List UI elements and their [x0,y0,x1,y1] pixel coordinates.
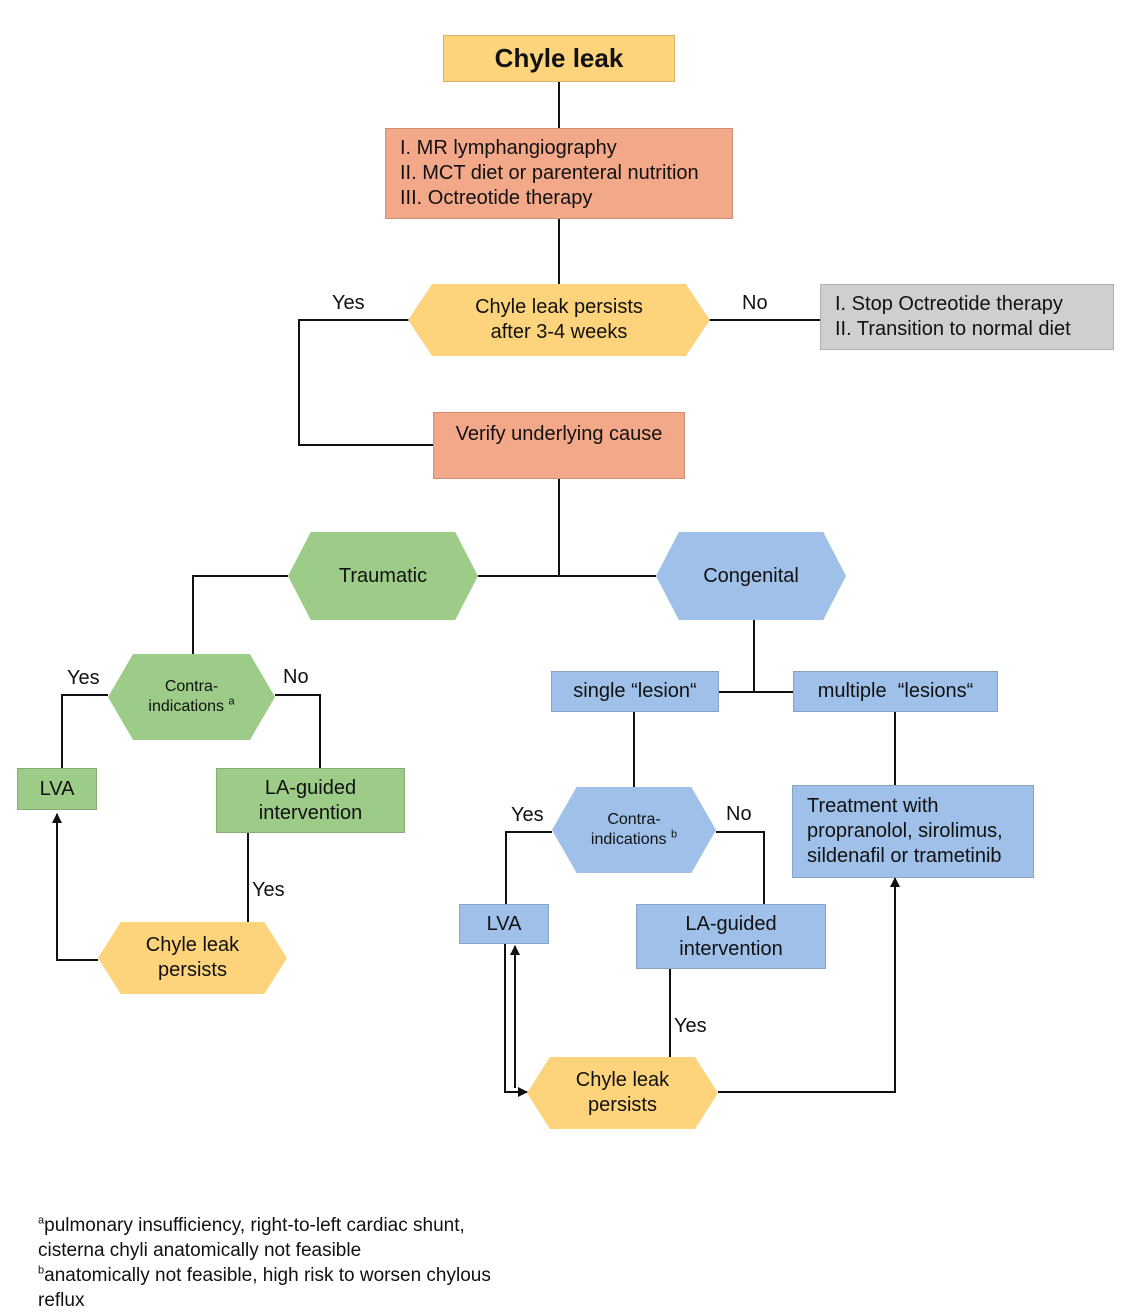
edge-label-yes-top: Yes [332,292,365,314]
edge-label-yes-right-contra: Yes [511,804,544,826]
single-lesion-label: single “lesion“ [573,680,697,702]
stop-steps-box: I. Stop Octreotide therapy II. Transitio… [820,284,1114,350]
la-guided-left-box: LA-guided intervention [216,768,405,833]
treatment-line2: propranolol, sirolimus, [807,820,1003,842]
chyle-leak-title: Chyle leak [494,43,624,74]
contraindications-right-line1: Contra- [607,811,661,828]
contraindications-left-line2: indications [148,698,225,715]
contraindications-left-line1: Contra- [164,678,219,695]
persists-right-line2: persists [588,1094,657,1116]
persists-question-line2: after 3-4 weeks [490,321,628,343]
treatment-line1: Treatment with [807,795,939,817]
initial-steps-box: I. MR lymphangiography II. MCT diet or p… [385,128,733,219]
contraindications-right-hexagon: Contra- indications b [552,787,716,873]
verify-cause-box: Verify underlying cause [433,412,685,479]
lva-right-label: LVA [486,912,522,935]
la-guided-right-line2: intervention [679,937,783,960]
chyle-leak-title-box: Chyle leak [443,35,675,82]
treatment-box: Treatment with propranolol, sirolimus, s… [792,785,1034,878]
edge-label-no-top: No [742,292,768,314]
footnote-b-marker: b [38,1264,45,1277]
persists-question-line1: Chyle leak persists [475,296,643,318]
traumatic-hexagon: Traumatic [288,532,478,620]
multiple-lesions-box: multiple “lesions“ [793,671,998,712]
initial-step-3: III. Octreotide therapy [400,187,593,209]
initial-step-2: II. MCT diet or parenteral nutrition [400,162,699,184]
la-guided-right-line1: LA-guided [685,912,777,935]
lva-right-box: LVA [459,904,549,944]
footnote-b: banatomically not feasible, high risk to… [38,1263,498,1313]
footnote-a-marker: a [38,1214,45,1227]
footnotes: apulmonary insufficiency, right-to-left … [38,1213,498,1313]
stop-step-2: II. Transition to normal diet [835,318,1071,340]
persists-left-line1: Chyle leak [145,934,240,956]
multiple-lesions-label: multiple “lesions“ [817,680,974,702]
single-lesion-box: single “lesion“ [551,671,719,712]
contraindications-right-line2: indications [590,831,667,848]
initial-step-1: I. MR lymphangiography [400,137,617,159]
edge-label-yes-right-la: Yes [674,1015,707,1037]
lva-left-label: LVA [39,777,75,800]
stop-step-1: I. Stop Octreotide therapy [835,293,1063,315]
persists-question-hexagon: Chyle leak persists after 3-4 weeks [408,284,710,356]
la-guided-left-line1: LA-guided [264,776,357,799]
la-guided-right-box: LA-guided intervention [636,904,826,969]
lva-left-box: LVA [17,768,97,810]
edge-label-no-right-contra: No [726,803,752,825]
edge-label-yes-left-la: Yes [252,879,285,901]
persists-left-line2: persists [158,959,227,981]
persists-right-hexagon: Chyle leak persists [527,1057,718,1129]
congenital-hexagon: Congenital [656,532,846,620]
treatment-line3: sildenafil or trametinib [807,845,1002,867]
la-guided-left-line2: intervention [258,801,363,824]
traumatic-label: Traumatic [338,564,428,587]
verify-cause-label: Verify underlying cause [455,423,663,445]
persists-right-line1: Chyle leak [575,1069,670,1091]
edge-label-no-left-contra: No [283,666,309,688]
footnote-marker-b: b [670,828,678,841]
contraindications-left-hexagon: Contra- indications a [108,654,275,740]
footnote-a: apulmonary insufficiency, right-to-left … [38,1213,498,1263]
footnote-a-text: pulmonary insufficiency, right-to-left c… [38,1215,465,1261]
congenital-label: Congenital [703,564,799,587]
persists-left-hexagon: Chyle leak persists [98,922,287,994]
footnote-b-text: anatomically not feasible, high risk to … [38,1265,491,1311]
footnote-marker-a: a [228,695,235,708]
edge-label-yes-left-contra: Yes [67,667,100,689]
